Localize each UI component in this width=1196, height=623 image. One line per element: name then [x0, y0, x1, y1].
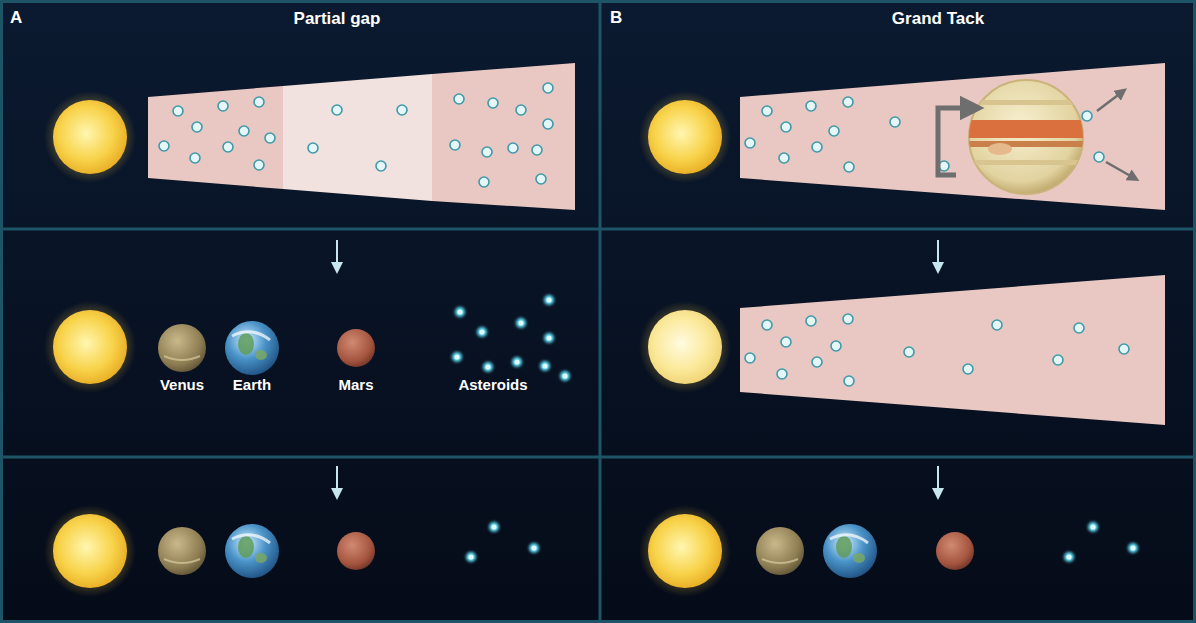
planet: [936, 532, 974, 570]
asteroid: [491, 524, 496, 529]
planetesimal: [159, 141, 169, 151]
planetesimal: [762, 320, 772, 330]
sun: [648, 514, 722, 588]
planetesimal: [397, 105, 407, 115]
planet-label: Earth: [233, 376, 271, 393]
planetesimal: [482, 147, 492, 157]
planet: [756, 527, 804, 575]
planetesimal: [508, 143, 518, 153]
panel-letter: A: [10, 8, 22, 28]
sun: [53, 310, 127, 384]
planetesimal: [218, 101, 228, 111]
planet: [225, 524, 279, 578]
planet-label: Mars: [338, 376, 373, 393]
planetesimal: [1082, 111, 1092, 121]
panel-title: Partial gap: [294, 9, 381, 29]
planetesimal: [779, 153, 789, 163]
asteroid: [454, 354, 459, 359]
asteroid: [457, 309, 462, 314]
planetesimal: [829, 126, 839, 136]
planetesimal: [516, 105, 526, 115]
asteroid: [1066, 554, 1071, 559]
planetesimal: [1074, 323, 1084, 333]
planetesimal: [843, 314, 853, 324]
planet: [337, 532, 375, 570]
planetesimal: [745, 138, 755, 148]
planet-label: Asteroids: [458, 376, 527, 393]
sun: [648, 310, 722, 384]
planetesimal: [806, 101, 816, 111]
sun: [53, 100, 127, 174]
planetesimal: [223, 142, 233, 152]
planetesimal: [831, 341, 841, 351]
planetesimal: [479, 177, 489, 187]
planet: [158, 527, 206, 575]
asteroid: [479, 329, 484, 334]
planetesimal: [190, 153, 200, 163]
planetesimal: [844, 376, 854, 386]
planet-label: Venus: [160, 376, 204, 393]
asteroid: [1090, 524, 1095, 529]
asteroid: [485, 364, 490, 369]
planetesimal: [781, 122, 791, 132]
planetesimal: [1094, 152, 1104, 162]
planetesimal: [332, 105, 342, 115]
planetesimal: [1119, 344, 1129, 354]
planetesimal: [543, 119, 553, 129]
asteroid: [562, 373, 567, 378]
planetesimal: [454, 94, 464, 104]
planetesimal: [192, 122, 202, 132]
asteroid: [542, 363, 547, 368]
planetesimal: [844, 162, 854, 172]
planet: [158, 324, 206, 372]
planetesimal: [254, 160, 264, 170]
planetesimal: [745, 353, 755, 363]
panel-title: Grand Tack: [892, 9, 984, 29]
panel-letter: B: [610, 8, 622, 28]
planetesimal: [265, 133, 275, 143]
planetesimal: [173, 106, 183, 116]
asteroid: [546, 335, 551, 340]
planetesimal: [992, 320, 1002, 330]
planetesimal: [1053, 355, 1063, 365]
planetesimal: [762, 106, 772, 116]
planetesimal: [543, 83, 553, 93]
planetesimal: [806, 316, 816, 326]
planetesimal: [890, 117, 900, 127]
planet: [225, 321, 279, 375]
planetesimal: [254, 97, 264, 107]
asteroid: [518, 320, 523, 325]
planetesimal: [843, 97, 853, 107]
asteroid: [546, 297, 551, 302]
asteroid: [1130, 545, 1135, 550]
planetesimal: [532, 145, 542, 155]
sun: [53, 514, 127, 588]
planetesimal: [376, 161, 386, 171]
planetesimal: [308, 143, 318, 153]
asteroid: [468, 554, 473, 559]
panel: B Grand Tack: [600, 0, 1196, 229]
planetesimal: [963, 364, 973, 374]
sun: [648, 100, 722, 174]
asteroid: [514, 359, 519, 364]
planet: [823, 524, 877, 578]
planetesimal: [781, 337, 791, 347]
planetesimal: [488, 98, 498, 108]
planetesimal: [812, 142, 822, 152]
planetesimal: [450, 140, 460, 150]
planetesimal: [812, 357, 822, 367]
asteroid: [531, 545, 536, 550]
panel: A Partial gap: [0, 0, 600, 229]
planet: [337, 329, 375, 367]
planetesimal: [777, 369, 787, 379]
planetesimal: [904, 347, 914, 357]
planetesimal: [536, 174, 546, 184]
planetesimal: [239, 126, 249, 136]
